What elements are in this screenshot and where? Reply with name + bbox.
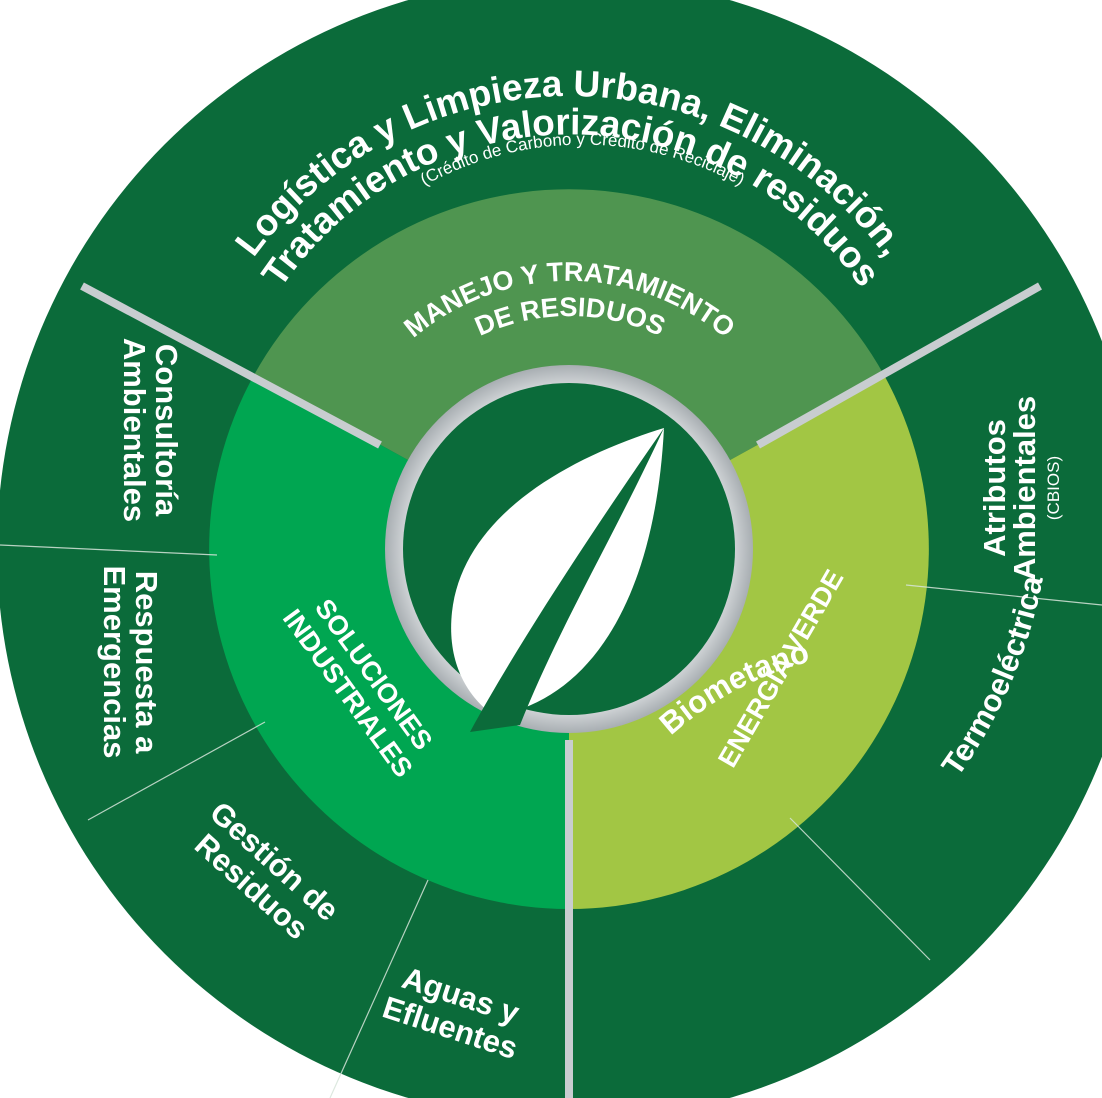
- emergency-line-1: Respuesta a: [129, 571, 164, 754]
- attributes-line-2: Ambientales: [1007, 396, 1042, 580]
- main-dividers: [80, 282, 1042, 1098]
- outer-sector-emergency: Respuesta a Emergencias: [97, 566, 164, 759]
- attributes-subtitle: (CBIOS): [1044, 456, 1063, 520]
- outer-sector-consulting: Consultoría Ambientales: [117, 338, 184, 522]
- consulting-line-1: Consultoría: [149, 344, 184, 517]
- outer-sector-attributes: Atributos Ambientales (CBIOS): [977, 396, 1063, 580]
- leaf-icon: [451, 428, 664, 732]
- attributes-line-1: Atributos: [977, 419, 1012, 557]
- emergency-line-2: Emergencias: [97, 566, 132, 759]
- sub-dividers: [0, 544, 1102, 1098]
- consulting-line-2: Ambientales: [117, 338, 152, 522]
